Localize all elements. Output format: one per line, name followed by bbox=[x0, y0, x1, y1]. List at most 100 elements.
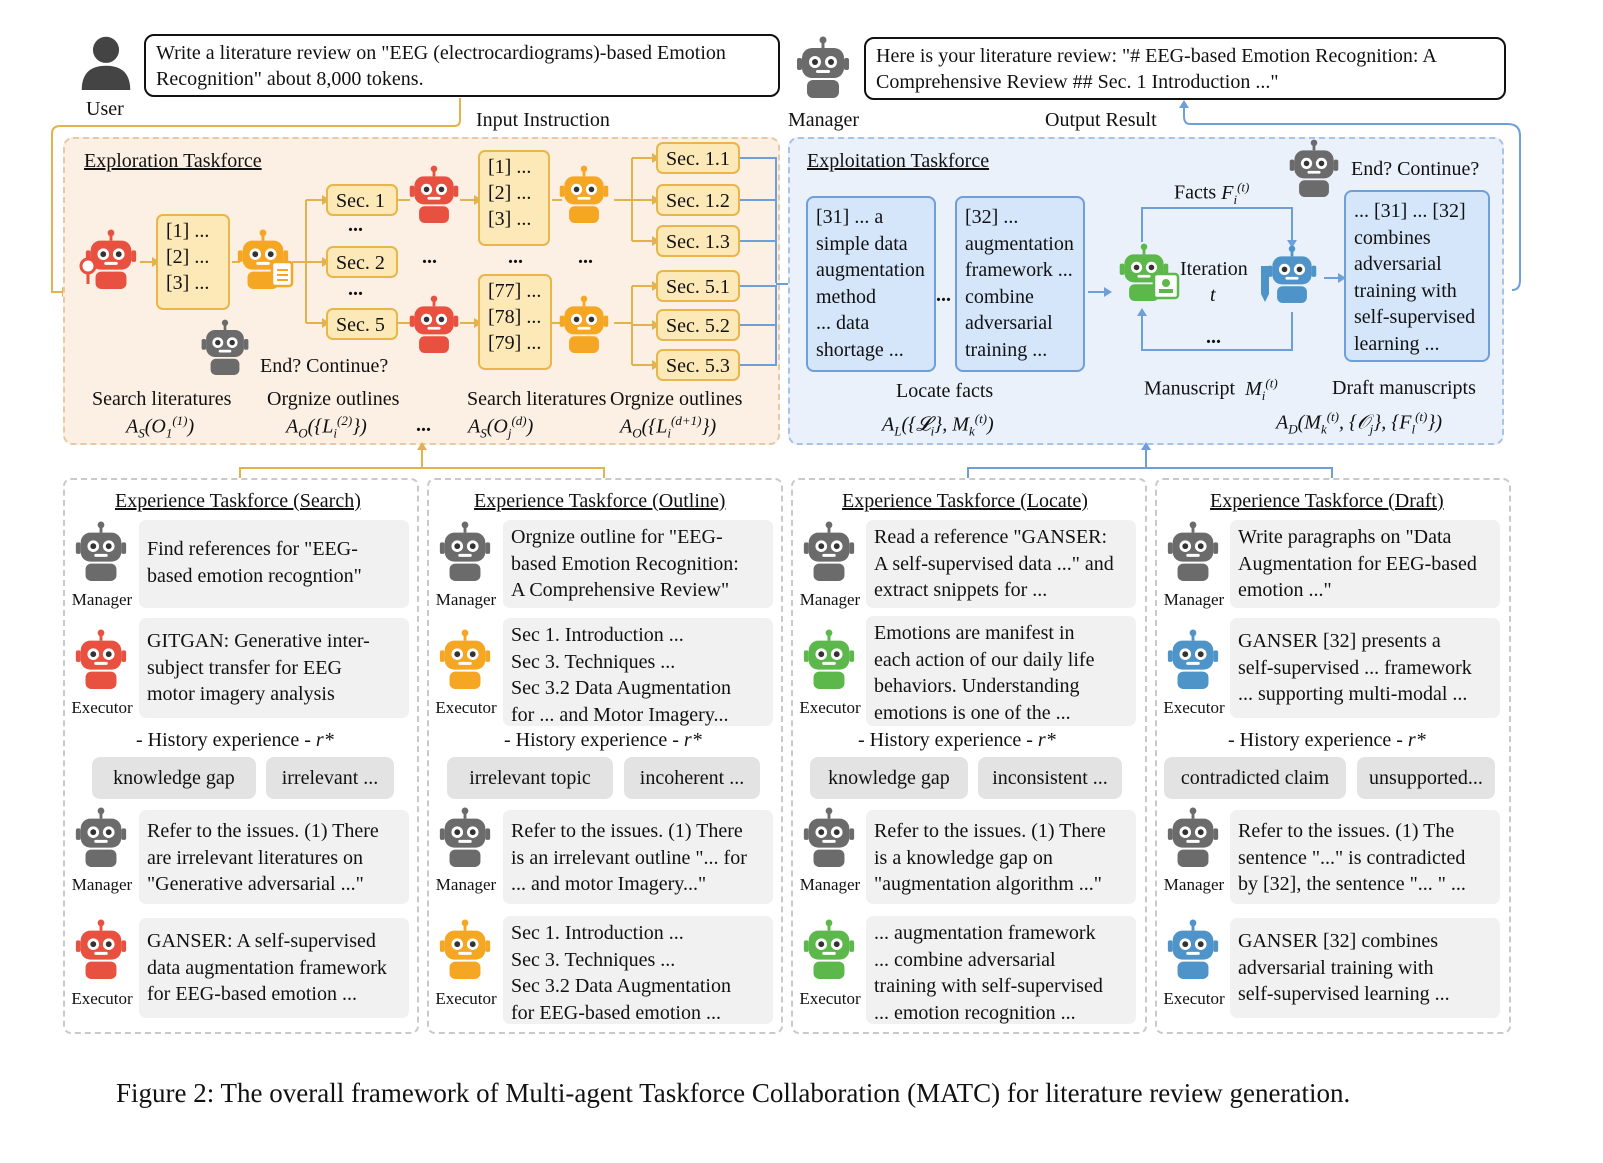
manager-response-bubble: Here is your literature review: "# EEG-b… bbox=[864, 37, 1506, 100]
formula-search-1: AS(O1(1)) bbox=[126, 413, 195, 441]
executor-role-label: Executor bbox=[435, 989, 497, 1008]
manager-message: Refer to the issues. (1) There are irrel… bbox=[139, 810, 409, 904]
manager-robot-icon bbox=[800, 520, 858, 584]
search-robot-icon bbox=[72, 628, 130, 692]
ellipsis: ... bbox=[508, 246, 523, 268]
executor-message: GANSER [32] presents a self-supervised .… bbox=[1230, 618, 1500, 718]
manager-message: Write paragraphs on "Data Augmentation f… bbox=[1230, 520, 1500, 608]
manager-robot-icon bbox=[436, 806, 494, 870]
locate-facts-label: Locate facts bbox=[896, 380, 994, 402]
executor-message: Sec 1. Introduction ... Sec 3. Technique… bbox=[503, 916, 773, 1024]
id-card-icon bbox=[1152, 272, 1180, 300]
outline-robot-icon bbox=[436, 918, 494, 982]
executor-message: GANSER: A self-supervised data augmentat… bbox=[139, 918, 409, 1018]
history-experience-label: - History experience - r* bbox=[136, 729, 334, 751]
executor-role-label: Executor bbox=[799, 698, 861, 717]
search-literatures-label: Search literatures bbox=[92, 388, 232, 410]
manager-role-label: Manager bbox=[435, 875, 497, 894]
experience-title: Experience Taskforce (Outline) bbox=[474, 490, 726, 512]
organize-outlines-label: Orgnize outlines bbox=[610, 388, 743, 410]
locate-robot-icon bbox=[800, 918, 858, 982]
executor-role-label: Executor bbox=[71, 698, 133, 717]
manager-role-label: Manager bbox=[799, 590, 861, 609]
sec-box-5-3: Sec. 5.3 bbox=[656, 349, 740, 381]
manager-role-label: Manager bbox=[71, 590, 133, 609]
manager-role-label: Manager bbox=[435, 590, 497, 609]
manager-message: Find references for "EEG- based emotion … bbox=[139, 520, 409, 608]
experience-title: Experience Taskforce (Draft) bbox=[1210, 490, 1444, 512]
manager-role-label: Manager bbox=[1163, 590, 1225, 609]
issue-tag: irrelevant topic bbox=[447, 757, 613, 799]
issue-tag: unsupported... bbox=[1357, 757, 1495, 799]
executor-role-label: Executor bbox=[71, 989, 133, 1008]
facts-label: Facts Fi(t) bbox=[1174, 179, 1250, 207]
sec-box-1: Sec. 1 bbox=[326, 184, 398, 216]
experience-title: Experience Taskforce (Locate) bbox=[842, 490, 1088, 512]
ellipsis: ... bbox=[348, 278, 363, 300]
manager-message: Read a reference "GANSER: A self-supervi… bbox=[866, 520, 1136, 608]
ellipsis: ... bbox=[348, 214, 363, 236]
end-continue-label: End? Continue? bbox=[1351, 158, 1480, 180]
exploitation-title: Exploitation Taskforce bbox=[807, 150, 990, 172]
manager-role-label: Manager bbox=[1163, 875, 1225, 894]
history-experience-label: - History experience - r* bbox=[504, 729, 702, 751]
ellipsis: ... bbox=[936, 284, 951, 306]
issue-tag: incoherent ... bbox=[624, 757, 760, 799]
sec-box-1-3: Sec. 1.3 bbox=[656, 225, 740, 257]
references-box-c: [77] ... [78] ... [79] ... bbox=[478, 274, 552, 370]
issue-tag: knowledge gap bbox=[92, 757, 256, 799]
sec-box-1-2: Sec. 1.2 bbox=[656, 184, 740, 216]
manager-robot-icon bbox=[1164, 520, 1222, 584]
search-literatures-label: Search literatures bbox=[467, 388, 607, 410]
formula-organize-2: AO({Li(d+1)}) bbox=[620, 413, 717, 441]
issue-tag: contradicted claim bbox=[1164, 757, 1346, 799]
issue-tag: inconsistent ... bbox=[978, 757, 1122, 799]
ellipsis: ... bbox=[578, 246, 593, 268]
manager-robot-icon bbox=[800, 806, 858, 870]
executor-role-label: Executor bbox=[799, 989, 861, 1008]
manager-message: Refer to the issues. (1) There is an irr… bbox=[503, 810, 773, 904]
executor-role-label: Executor bbox=[1163, 989, 1225, 1008]
exploration-connectors bbox=[140, 153, 808, 370]
sec-box-5-1: Sec. 5.1 bbox=[656, 270, 740, 302]
formula-search-2: AS(Oj(d)) bbox=[468, 413, 534, 441]
formula-locate: AL({𝓛i}, Mk(t)) bbox=[882, 411, 994, 439]
executor-message: Sec 1. Introduction ... Sec 3. Technique… bbox=[503, 618, 773, 726]
executor-message: GANSER [32] combines adversarial trainin… bbox=[1230, 918, 1500, 1018]
sec-box-2: Sec. 2 bbox=[326, 246, 398, 278]
sec-box-1-1: Sec. 1.1 bbox=[656, 142, 740, 174]
outline-robot-icon bbox=[436, 628, 494, 692]
executor-role-label: Executor bbox=[435, 698, 497, 717]
executor-message: ... augmentation framework ... combine a… bbox=[866, 916, 1136, 1024]
pencil-icon bbox=[1261, 266, 1269, 302]
clipboard-icon bbox=[270, 260, 294, 288]
facts-box-1: [31] ... a simple data augmentation meth… bbox=[806, 196, 936, 372]
user-label: User bbox=[86, 98, 124, 120]
experience-connectors bbox=[239, 442, 1333, 478]
draft-robot-icon bbox=[1164, 918, 1222, 982]
ellipsis: ... bbox=[416, 414, 431, 436]
locate-robot-icon bbox=[800, 628, 858, 692]
history-experience-label: - History experience - r* bbox=[858, 729, 1056, 751]
formula-draft: AD(Mk(t), {𝒪j}, {Fl(t)}) bbox=[1276, 409, 1443, 437]
manager-robot-icon bbox=[72, 520, 130, 584]
manager-label: Manager bbox=[788, 109, 860, 131]
sec-box-5: Sec. 5 bbox=[326, 308, 398, 340]
ellipsis: ... bbox=[422, 246, 437, 268]
manager-message: Refer to the issues. (1) The sentence ".… bbox=[1230, 810, 1500, 904]
exploitation-connectors bbox=[1088, 207, 1346, 351]
sec-box-5-2: Sec. 5.2 bbox=[656, 309, 740, 341]
issue-tag: knowledge gap bbox=[810, 757, 968, 799]
facts-box-2: [32] ... augmentation framework ... comb… bbox=[955, 196, 1085, 372]
search-robot-icon bbox=[72, 918, 130, 982]
manager-robot-icon bbox=[436, 520, 494, 584]
manager-role-label: Manager bbox=[71, 875, 133, 894]
input-instruction-label: Input Instruction bbox=[476, 109, 610, 131]
manager-message: Refer to the issues. (1) There is a know… bbox=[866, 810, 1136, 904]
user-request-bubble: Write a literature review on "EEG (elect… bbox=[144, 34, 780, 97]
references-box-b: [1] ... [2] ... [3] ... bbox=[478, 150, 550, 246]
draft-manuscripts-label: Draft manuscripts bbox=[1332, 377, 1476, 399]
exploration-title: Exploration Taskforce bbox=[84, 150, 262, 172]
executor-message: Emotions are manifest in each action of … bbox=[866, 616, 1136, 726]
manuscript-label: Manuscript Mi(t) bbox=[1144, 375, 1278, 403]
